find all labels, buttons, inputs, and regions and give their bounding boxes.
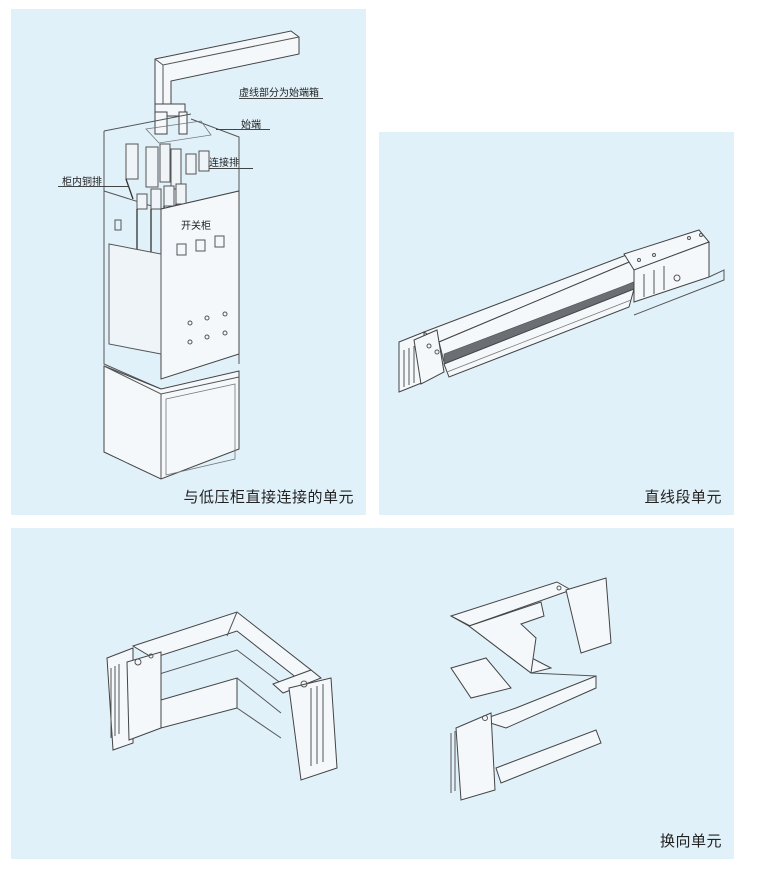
cabinet-base — [103, 365, 240, 480]
offset-left-flange — [455, 712, 496, 801]
offset-right-flange — [565, 577, 612, 654]
panel-straight-unit: 直线段单元 — [379, 132, 734, 515]
leader-line — [239, 98, 323, 99]
leader-line — [216, 129, 270, 130]
button-holes — [187, 311, 228, 345]
leader-line — [58, 186, 128, 187]
label-switch-cabinet: 开关柜 — [181, 221, 211, 232]
label-connection-bar: 连接排 — [209, 158, 239, 169]
indicator-window — [176, 243, 187, 256]
caption-cabinet-unit: 与低压柜直接连接的单元 — [183, 488, 354, 506]
elbow-right-flange — [288, 677, 338, 781]
label-start-end: 始端 — [241, 120, 261, 131]
label-dashed-start-box: 虚线部分为始端箱 — [239, 88, 319, 99]
caption-direction-change-unit: 换向单元 — [659, 832, 722, 850]
offset-unit — [449, 577, 612, 801]
caption-straight-unit: 直线段单元 — [644, 488, 722, 506]
elbow-unit — [106, 611, 338, 781]
straight-segment-illustration — [398, 229, 725, 393]
indicator-window — [214, 235, 225, 248]
offset-top-lower — [479, 675, 597, 729]
panel-cabinet-unit: 虚线部分为始端箱 始端 连接排 柜内铜排 开关柜 与低压柜直接连接的单元 — [11, 9, 366, 515]
panel-direction-change-unit: 换向单元 — [11, 528, 734, 859]
indicator-window — [195, 239, 206, 252]
cabinet-illustration — [103, 30, 300, 480]
label-cabinet-copper-bar: 柜内铜排 — [62, 177, 102, 188]
direction-change-illustration — [106, 577, 612, 801]
leader-line — [209, 168, 253, 169]
